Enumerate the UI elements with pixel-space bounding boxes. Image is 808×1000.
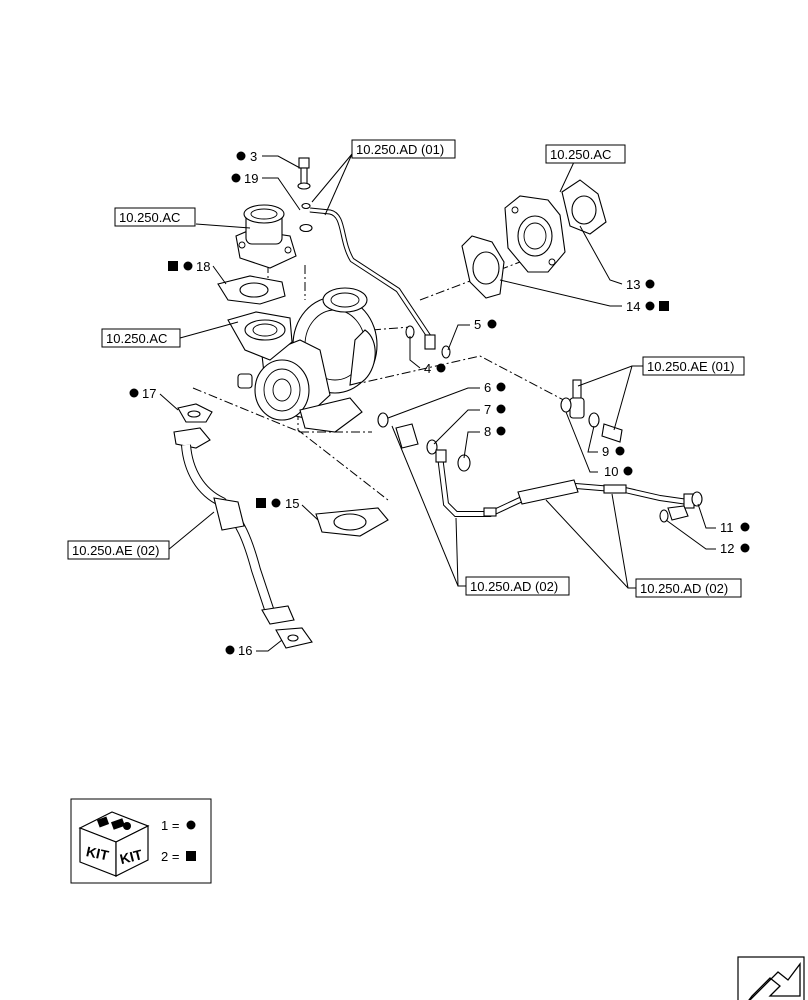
washer-6 <box>377 412 389 428</box>
svg-text:10.250.AE (02): 10.250.AE (02) <box>72 543 159 558</box>
svg-text:10.250.AD (02): 10.250.AD (02) <box>640 581 728 596</box>
dot-marker-icon <box>615 446 625 456</box>
svg-text:10.250.AE (01): 10.250.AE (01) <box>647 359 734 374</box>
callouts: 3 19 18 17 13 14 5 4 6 7 8 9 10 11 12 <box>129 149 750 658</box>
gasket-14 <box>461 235 505 299</box>
callout-9: 9 <box>602 444 609 459</box>
ref-10-250-ad-02-right[interactable]: 10.250.AD (02) <box>635 578 742 598</box>
callout-5: 5 <box>474 317 481 332</box>
kit-word-left: KIT <box>85 843 111 863</box>
gasket-18 <box>217 275 286 305</box>
dot-marker-icon <box>231 173 241 183</box>
ref-10-250-ac-left-lower[interactable]: 10.250.AC <box>101 328 181 348</box>
svg-text:10.250.AC: 10.250.AC <box>119 210 180 225</box>
callout-6: 6 <box>484 380 491 395</box>
washer-19 <box>299 202 313 233</box>
dot-marker-icon <box>740 522 750 532</box>
dot-marker-icon <box>183 261 193 271</box>
navigation-arrow-icon[interactable] <box>737 956 805 1000</box>
callout-7: 7 <box>484 402 491 417</box>
oil-feed-line <box>309 207 436 350</box>
oil-return-line <box>435 449 695 517</box>
oil-drain-pipe <box>173 403 313 649</box>
inlet-elbow <box>235 204 297 269</box>
fitting-12 <box>667 505 689 521</box>
callout-10: 10 <box>604 464 618 479</box>
callout-14: 14 <box>626 299 640 314</box>
callout-3: 3 <box>250 149 257 164</box>
dot-marker-icon <box>487 319 497 329</box>
ref-10-250-ae-01[interactable]: 10.250.AE (01) <box>642 356 745 376</box>
dot-marker-icon <box>496 404 506 414</box>
square-marker-icon <box>256 498 266 508</box>
dot-marker-icon <box>436 363 446 373</box>
dot-marker-icon <box>236 151 246 161</box>
ref-10-250-ac-top[interactable]: 10.250.AC <box>545 144 626 164</box>
svg-text:10.250.AD (02): 10.250.AD (02) <box>470 579 558 594</box>
callout-4: 4 <box>424 361 431 376</box>
gasket-15 <box>315 507 389 537</box>
callout-16: 16 <box>238 643 252 658</box>
dot-marker-icon <box>129 388 139 398</box>
dot-marker-icon <box>496 426 506 436</box>
fitting-7 <box>395 423 419 449</box>
svg-text:10.250.AC: 10.250.AC <box>550 147 611 162</box>
callout-13: 13 <box>626 277 640 292</box>
dot-marker-icon <box>225 645 235 655</box>
turbocharger <box>227 287 378 433</box>
callout-17: 17 <box>142 386 156 401</box>
leader-lines <box>159 153 716 652</box>
kit-box-icon: KIT KIT <box>78 811 150 877</box>
exhaust-flange <box>504 195 566 273</box>
ref-10-250-ae-02[interactable]: 10.250.AE (02) <box>67 540 170 560</box>
callout-19: 19 <box>244 171 258 186</box>
ref-10-250-ad-01[interactable]: 10.250.AD (01) <box>351 139 456 159</box>
dot-marker-icon <box>186 820 196 830</box>
svg-text:10.250.AC: 10.250.AC <box>106 331 167 346</box>
legend-entry-2: 2 = <box>161 849 179 864</box>
dot-marker-icon <box>623 466 633 476</box>
dot-marker-icon <box>645 301 655 311</box>
dot-marker-icon <box>645 279 655 289</box>
ref-10-250-ad-02-left[interactable]: 10.250.AD (02) <box>465 576 570 596</box>
center-lines <box>192 233 576 501</box>
callout-8: 8 <box>484 424 491 439</box>
square-marker-icon <box>186 851 196 861</box>
kit-legend: KIT KIT 1 = 2 = <box>70 798 212 884</box>
square-marker-icon <box>659 301 669 311</box>
callout-18: 18 <box>196 259 210 274</box>
bolt-3 <box>297 157 311 190</box>
svg-text:10.250.AD (01): 10.250.AD (01) <box>356 142 444 157</box>
dot-marker-icon <box>740 543 750 553</box>
gasket-13 <box>561 179 607 235</box>
banjo-union <box>560 379 623 443</box>
washer-12 <box>659 509 669 523</box>
callout-12: 12 <box>720 541 734 556</box>
kit-word-right: KIT <box>118 846 144 867</box>
ref-10-250-ac-left-upper[interactable]: 10.250.AC <box>114 207 196 227</box>
washer-11 <box>691 491 703 507</box>
callout-15: 15 <box>285 496 299 511</box>
square-marker-icon <box>168 261 178 271</box>
dot-marker-icon <box>271 498 281 508</box>
dot-marker-icon <box>496 382 506 392</box>
legend-entry-1: 1 = <box>161 818 179 833</box>
callout-11: 11 <box>720 520 734 535</box>
